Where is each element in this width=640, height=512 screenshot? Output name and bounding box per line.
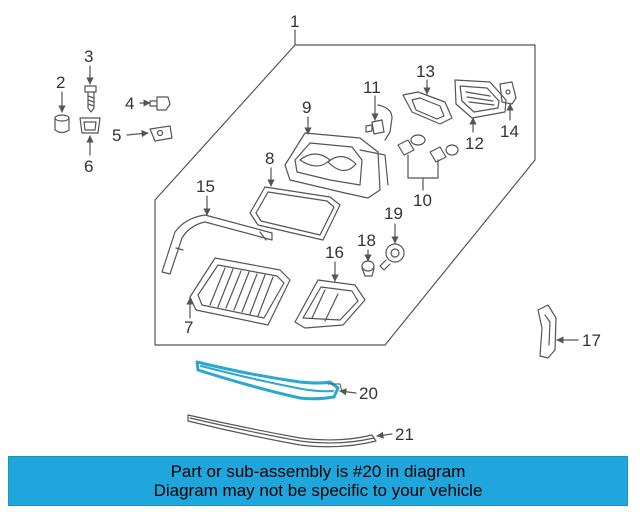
part-15-trim-strip[interactable] [161,214,273,275]
callout-6[interactable]: 6 [84,157,93,176]
callout-13[interactable]: 13 [416,62,435,81]
info-banner: Part or sub-assembly is #20 in diagram D… [8,456,628,506]
part-5-bracket[interactable] [149,125,173,142]
callout-20[interactable]: 20 [359,384,378,403]
part-14-bracket[interactable] [499,81,517,105]
callout-7[interactable]: 7 [184,318,193,337]
callout-3[interactable]: 3 [84,47,93,66]
callout-19[interactable]: 19 [384,204,403,223]
part-20-moulding-highlighted[interactable] [195,360,343,401]
leader-20 [339,388,357,396]
callout-labels: 1 2 3 4 5 6 7 8 9 10 11 12 13 14 15 16 1… [56,12,601,444]
callout-2[interactable]: 2 [56,73,65,92]
callout-18[interactable]: 18 [357,231,376,250]
banner-line-2: Diagram may not be specific to your vehi… [153,481,483,500]
part-13-gasket[interactable] [402,91,453,125]
leader-21 [376,431,393,439]
callout-9[interactable]: 9 [302,98,311,117]
part-4-bolt[interactable] [149,96,171,111]
part-6-clip-nut[interactable] [79,117,101,134]
part-19-socket[interactable] [379,243,405,271]
callout-5[interactable]: 5 [112,126,121,145]
part-10-bulbs[interactable] [397,134,459,163]
part-7-grille[interactable] [189,257,291,326]
part-21-lower-moulding[interactable] [187,414,377,448]
callout-12[interactable]: 12 [465,134,484,153]
part-8-lens-gasket[interactable] [249,186,341,241]
callout-8[interactable]: 8 [265,149,274,168]
callout-17[interactable]: 17 [582,331,601,350]
callout-10[interactable]: 10 [413,191,432,210]
part-11-wiring-socket[interactable] [365,104,393,141]
callout-15[interactable]: 15 [196,177,215,196]
part-9-headlamp-housing[interactable] [284,132,389,199]
part-2-cap[interactable] [54,114,70,134]
callout-1[interactable]: 1 [290,12,299,31]
callout-21[interactable]: 21 [395,425,414,444]
part-18-bulb[interactable] [361,260,375,277]
banner-line-1: Part or sub-assembly is #20 in diagram [170,462,466,481]
callout-4[interactable]: 4 [125,94,134,113]
part-12-rear-cover[interactable] [454,79,507,119]
leader-5 [126,130,149,138]
part-16-side-marker[interactable] [294,279,366,329]
exploded-parts-diagram: 1 2 3 4 5 6 7 8 9 10 11 12 13 14 15 16 1… [54,12,601,448]
part-3-screw[interactable] [84,85,97,113]
callout-16[interactable]: 16 [325,243,344,262]
callout-14[interactable]: 14 [500,122,519,141]
callout-11[interactable]: 11 [363,78,381,97]
part-17-side-bracket[interactable] [537,304,557,359]
